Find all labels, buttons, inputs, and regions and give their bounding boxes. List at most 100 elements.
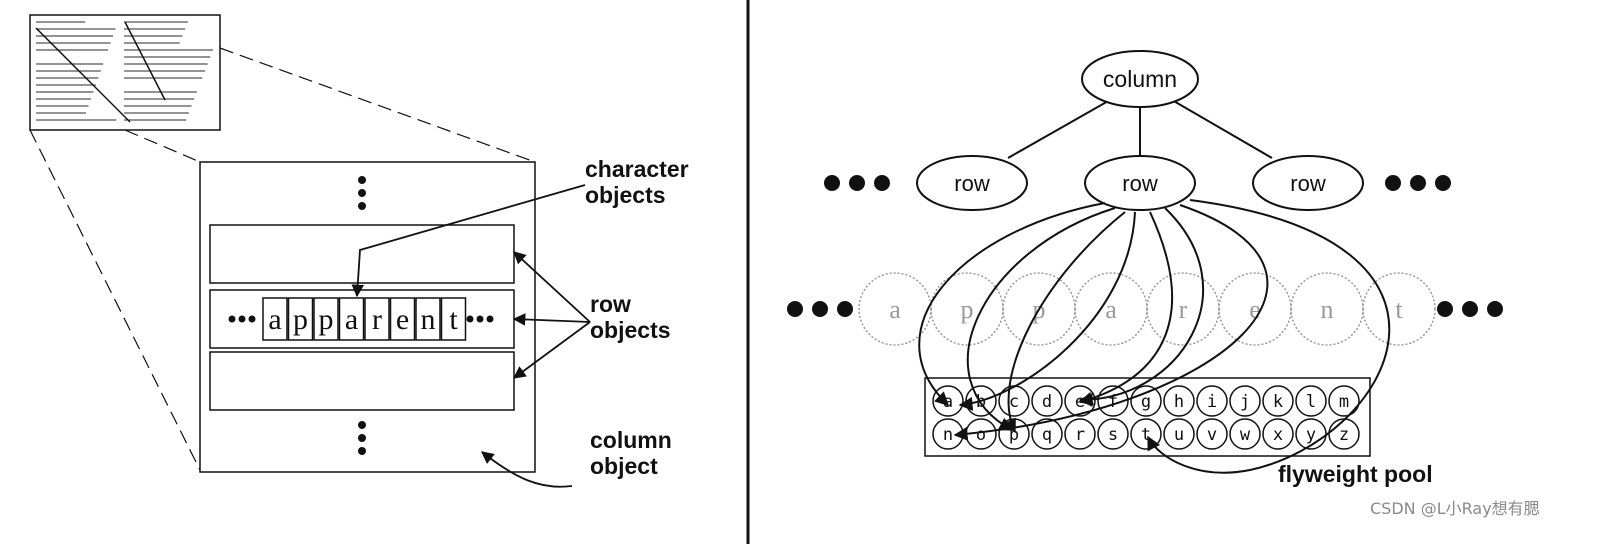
svg-text:f: f: [1108, 392, 1118, 412]
flyweight-pool-row2-4: r: [1064, 418, 1096, 450]
flyweight-pool-row2-8: v: [1196, 418, 1228, 450]
svg-text:y: y: [1306, 425, 1316, 445]
tree-edges: [1007, 99, 1273, 159]
svg-text:row: row: [1122, 171, 1158, 196]
vertical-ellipsis-top: [358, 176, 366, 210]
column-node: column: [1081, 50, 1199, 108]
svg-text:t: t: [449, 303, 458, 336]
flyweight-pool-row1-11: l: [1295, 385, 1327, 417]
svg-text:r: r: [372, 303, 382, 336]
svg-text:x: x: [1273, 425, 1283, 445]
character-reference-1: p: [930, 272, 1004, 346]
flyweight-pool-row2-3: q: [1031, 418, 1063, 450]
flyweight-pool-row2-7: u: [1163, 418, 1195, 450]
svg-text:t: t: [1141, 425, 1151, 445]
label-character-objects: character objects: [585, 156, 695, 208]
vertical-ellipsis-bottom: [358, 421, 366, 455]
character-object-2: p: [313, 297, 339, 341]
label-column-object: column object: [590, 427, 678, 479]
flyweight-pool-row1-10: k: [1262, 385, 1294, 417]
svg-text:row: row: [1290, 171, 1326, 196]
character-reference-5: e: [1218, 272, 1292, 346]
row-node-3: row: [1252, 155, 1364, 211]
flyweight-pool-row2-10: x: [1262, 418, 1294, 450]
flyweight-pool-row2-1: o: [965, 418, 997, 450]
row-ellipsis-right: [466, 315, 494, 323]
flyweight-pool-row1-7: h: [1163, 385, 1195, 417]
svg-text:v: v: [1207, 425, 1217, 445]
row-node-1: row: [916, 155, 1028, 211]
row-ellipsis-left: [228, 315, 256, 323]
character-reference-3: a: [1074, 272, 1148, 346]
flyweight-pool-row1-0: a: [932, 385, 964, 417]
flyweight-pool-row1-12: m: [1328, 385, 1360, 417]
svg-text:z: z: [1339, 425, 1349, 445]
svg-text:e: e: [1249, 295, 1261, 324]
document-thumbnail: [29, 14, 221, 131]
character-object-1: p: [287, 297, 314, 341]
reference-curves: [918, 199, 1391, 474]
svg-text:p: p: [1009, 425, 1019, 445]
svg-text:n: n: [421, 303, 436, 336]
flyweight-pool-row1-2: c: [998, 385, 1030, 417]
flyweight-pool-row1-9: j: [1229, 385, 1261, 417]
row-node-2: row: [1084, 155, 1196, 211]
svg-text:p: p: [293, 303, 308, 336]
svg-text:l: l: [1306, 392, 1316, 412]
svg-text:e: e: [396, 303, 409, 336]
svg-text:i: i: [1207, 392, 1217, 412]
svg-text:j: j: [1240, 392, 1250, 412]
zoom-lines: [29, 47, 536, 471]
svg-text:a: a: [345, 303, 358, 336]
flyweight-pool-row1-8: i: [1196, 385, 1228, 417]
flyweight-pool-label: flyweight pool: [1278, 461, 1433, 487]
character-object-5: e: [389, 297, 416, 341]
character-object-7: t: [440, 297, 467, 341]
row-object-box-3: [209, 351, 515, 411]
svg-text:s: s: [1108, 425, 1118, 445]
row-object-box-1: [209, 224, 515, 284]
character-object-6: n: [415, 297, 441, 341]
svg-text:h: h: [1174, 392, 1184, 412]
row-level-ellipsis-right: [1385, 175, 1451, 191]
character-reference-6: n: [1290, 272, 1364, 346]
svg-text:r: r: [1075, 425, 1085, 445]
label-row-objects: row objects: [590, 291, 671, 343]
svg-text:q: q: [1042, 425, 1052, 445]
flyweight-pool-row1-3: d: [1031, 385, 1063, 417]
svg-text:column: column: [1103, 66, 1177, 92]
svg-text:c: c: [1009, 392, 1019, 412]
svg-text:o: o: [976, 425, 986, 445]
svg-text:n: n: [1321, 295, 1334, 324]
row-level-ellipsis-left: [824, 175, 890, 191]
svg-text:g: g: [1141, 392, 1151, 412]
svg-text:d: d: [1042, 392, 1052, 412]
watermark: CSDN @L小Ray想有腮: [1370, 499, 1540, 518]
svg-text:a: a: [889, 295, 901, 324]
flyweight-pool-row2-12: z: [1328, 418, 1360, 450]
svg-text:a: a: [268, 303, 281, 336]
character-reference-7: t: [1362, 272, 1436, 346]
svg-text:row: row: [954, 171, 990, 196]
flyweight-pool-row2-6: t: [1130, 418, 1162, 450]
character-object-0: a: [262, 297, 288, 341]
svg-text:w: w: [1240, 425, 1251, 445]
svg-text:r: r: [1179, 295, 1188, 324]
svg-text:m: m: [1339, 392, 1349, 412]
character-reference-4: r: [1146, 272, 1220, 346]
label-arrows: [351, 184, 591, 488]
char-level-ellipsis-right: [1437, 301, 1503, 317]
flyweight-pool-row2-5: s: [1097, 418, 1129, 450]
svg-text:t: t: [1395, 295, 1403, 324]
flyweight-pool-row2-9: w: [1229, 418, 1261, 450]
flyweight-pool-row2-2: p: [998, 418, 1030, 450]
character-object-4: r: [364, 297, 390, 341]
svg-text:p: p: [961, 295, 974, 324]
svg-text:a: a: [1105, 295, 1117, 324]
svg-text:n: n: [943, 425, 953, 445]
svg-text:u: u: [1174, 425, 1184, 445]
svg-text:k: k: [1273, 392, 1283, 412]
